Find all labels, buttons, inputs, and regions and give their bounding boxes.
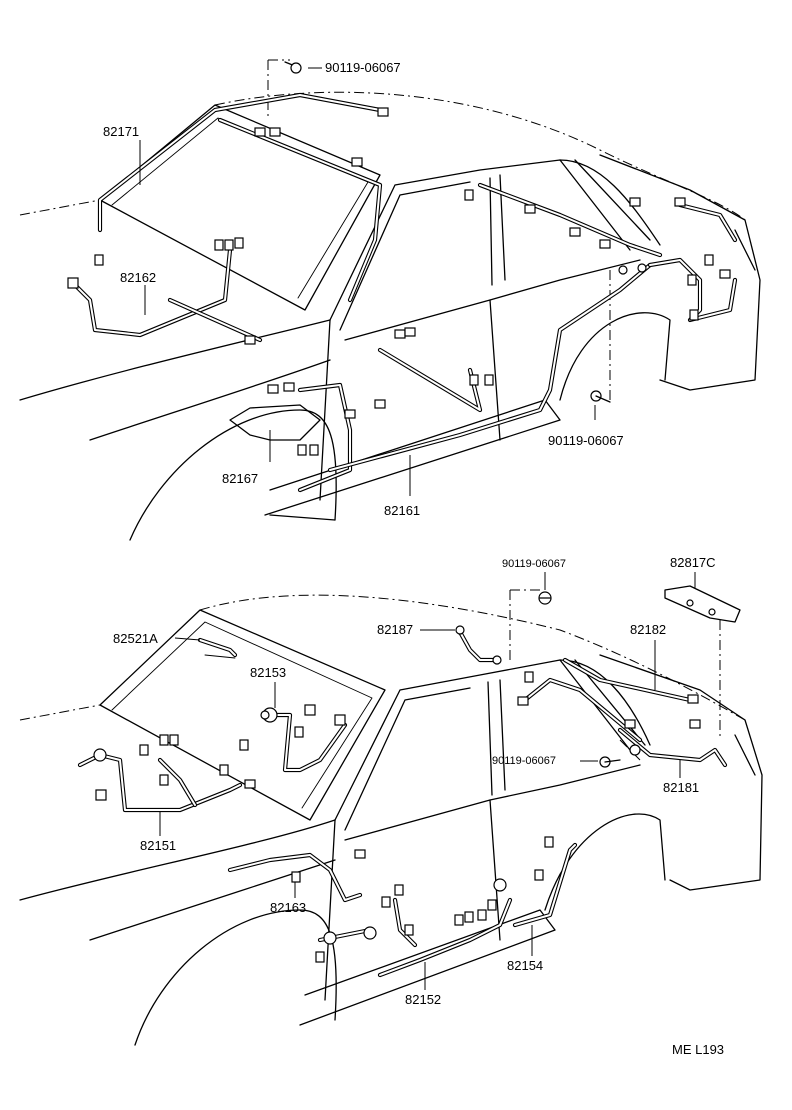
label-82151: 82151 <box>140 838 176 853</box>
top-car-body <box>19 59 761 541</box>
label-82521a: 82521A <box>113 631 158 646</box>
top-labels: 90119-06067 82171 82162 82167 82161 9011… <box>103 60 624 518</box>
label-82154: 82154 <box>507 958 543 973</box>
label-82182: 82182 <box>630 622 666 637</box>
bottom-connectors <box>93 625 701 963</box>
label-90119-top: 90119-06067 <box>325 60 401 75</box>
top-connectors <box>67 107 731 456</box>
label-90119-mid: 90119-06067 <box>548 433 624 448</box>
part-82167-bracket <box>229 404 321 441</box>
part-82817c-bracket <box>664 585 741 623</box>
bolt-icon-bottom <box>538 591 621 768</box>
label-82171: 82171 <box>103 124 139 139</box>
label-82162: 82162 <box>120 270 156 285</box>
label-90119-lower2: 90119-06067 <box>492 755 556 767</box>
label-82163: 82163 <box>270 900 306 915</box>
label-82161: 82161 <box>384 503 420 518</box>
label-82152: 82152 <box>405 992 441 1007</box>
bottom-labels: 90119-06067 82817C 82521A 82187 82182 82… <box>113 555 716 1007</box>
bottom-car-body <box>19 589 763 1046</box>
top-wiring <box>72 92 738 493</box>
label-82167: 82167 <box>222 471 258 486</box>
bolt-icon <box>284 61 611 403</box>
label-82153: 82153 <box>250 665 286 680</box>
label-82187: 82187 <box>377 622 413 637</box>
label-82817c: 82817C <box>670 555 716 570</box>
label-90119-lower: 90119-06067 <box>502 558 566 570</box>
bottom-wiring <box>77 629 728 978</box>
diagram-code: ME L193 <box>672 1042 724 1057</box>
label-82181: 82181 <box>663 780 699 795</box>
